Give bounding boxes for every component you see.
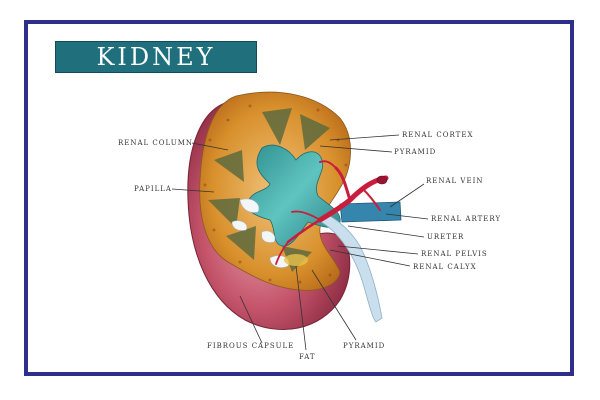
label-papilla: PAPILLA (134, 185, 172, 193)
label-fibrous-capsule: FIBROUS CAPSULE (207, 342, 294, 350)
fat-shape (284, 254, 308, 266)
label-renal-vein: RENAL VEIN (426, 177, 484, 185)
label-renal-column: RENAL COLUMN (118, 139, 193, 147)
cortex-texture (203, 104, 348, 284)
label-renal-cortex: RENAL CORTEX (402, 131, 473, 139)
renal-vein-shape (339, 201, 402, 223)
label-pyramid-bottom: PYRAMID (343, 342, 385, 350)
artery-cut-end (376, 175, 388, 185)
renal-artery-shape (275, 160, 389, 265)
label-renal-pelvis: RENAL PELVIS (421, 250, 488, 258)
label-renal-artery: RENAL ARTERY (431, 215, 501, 223)
renal-calyx-shapes (231, 198, 290, 268)
label-fat: FAT (299, 353, 316, 361)
label-ureter: URETER (427, 233, 464, 241)
title-banner: KIDNEY (55, 41, 257, 73)
label-renal-calyx: RENAL CALYX (413, 263, 477, 271)
label-pyramid-top: PYRAMID (394, 148, 436, 156)
leader-lines (171, 134, 429, 351)
ureter-shape (317, 213, 383, 323)
page-title: KIDNEY (96, 43, 216, 71)
